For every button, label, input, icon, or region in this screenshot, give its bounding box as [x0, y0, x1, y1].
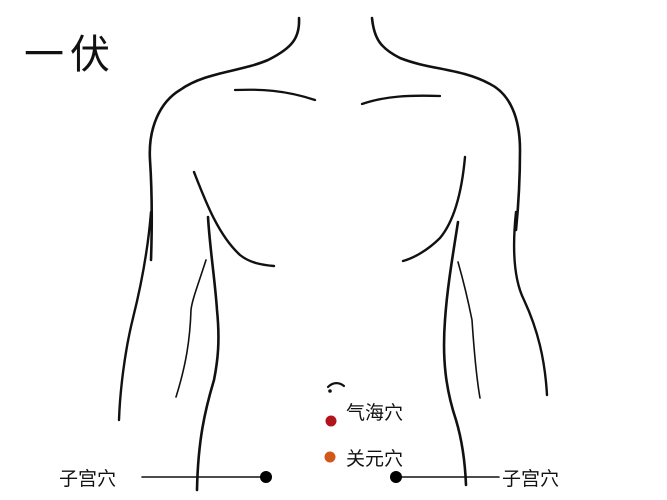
- zigong-right-label: 子宫穴: [502, 468, 560, 490]
- right-torso-side: [442, 220, 468, 487]
- left-torso-side: [195, 215, 220, 492]
- zigong-left-point-dot: [260, 471, 272, 483]
- right-inner-arm: [457, 261, 481, 399]
- left-clavicle: [233, 88, 317, 102]
- guanyuan-label: 关元穴: [346, 448, 404, 470]
- navel-dot: [328, 389, 332, 393]
- left-chest-line: [192, 170, 276, 268]
- qihai-point-dot: [325, 415, 337, 427]
- right-chest-line: [401, 155, 467, 263]
- navel-mark: [326, 382, 346, 389]
- right-arm-outer: [512, 210, 549, 397]
- left-inner-arm: [175, 259, 207, 398]
- left-arm-outer: [117, 210, 153, 422]
- zigong-right-point-dot: [390, 471, 402, 483]
- left-shoulder-line: [148, 16, 301, 262]
- qihai-label: 气海穴: [346, 402, 404, 424]
- zigong-left-label: 子宫穴: [59, 468, 117, 490]
- right-shoulder-line: [370, 16, 522, 232]
- diagram-title: 一伏: [24, 32, 116, 78]
- guanyuan-point-dot: [324, 451, 336, 463]
- right-clavicle: [360, 94, 442, 106]
